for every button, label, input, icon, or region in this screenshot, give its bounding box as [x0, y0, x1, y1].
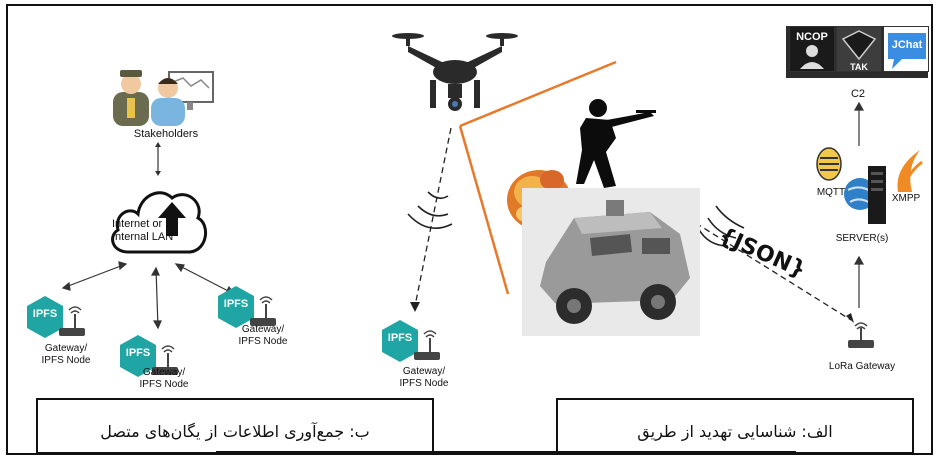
ipfs-icon [382, 320, 440, 362]
ipfs-icon [218, 286, 276, 328]
gateway-label-line2: IPFS Node [139, 379, 189, 390]
right-caption: الف: شناسایی تهدید از طریق [556, 398, 914, 453]
ncop-app-icon: NCOP [789, 26, 835, 72]
lora-gateway-label: LoRa Gateway [828, 361, 896, 372]
cloud-label-line2: Internal LAN [112, 231, 174, 243]
diagram-frame: Stakeholders Internet or Internal LAN [6, 4, 933, 455]
drone-gateway-node: IPFS [380, 318, 444, 368]
ipfs-icon [120, 335, 178, 377]
server-icon [844, 166, 886, 224]
gateway-label-line2: IPFS Node [41, 355, 91, 366]
server-label: SERVER(s) [835, 233, 889, 244]
soldier-icon [576, 99, 656, 188]
cloud-label-line1: Internet or [112, 218, 163, 230]
bottom-caption-box [216, 451, 796, 453]
gateway-label-line2: IPFS Node [399, 378, 449, 389]
drone-gateway-label: Gateway/ IPFS Node [384, 366, 464, 390]
cloud-icon [111, 191, 207, 254]
gateway-node-2: IPFS [118, 333, 182, 383]
stakeholders-label: Stakeholders [133, 128, 199, 140]
armored-vehicle-photo [522, 188, 700, 336]
mqtt-icon [816, 147, 842, 181]
lora-gateway-icon [848, 322, 874, 348]
stakeholders-link-arrow [155, 142, 161, 176]
ipfs-text: IPFS [387, 332, 413, 344]
xmpp-label: XMPP [891, 193, 921, 204]
tak-app-icon: TAK [836, 26, 882, 72]
tak-shield-icon [841, 30, 877, 61]
gateway-node-1: IPFS [25, 294, 89, 344]
ipfs-text: IPFS [125, 347, 151, 359]
gateway-node-1-label: Gateway/ IPFS Node [26, 343, 106, 367]
armored-vehicle-icon [540, 200, 690, 324]
jchat-label: JChat [891, 39, 923, 51]
gateway-label-line1: Gateway/ [241, 324, 285, 335]
drone-icon [392, 33, 518, 111]
right-links [853, 101, 865, 308]
xmpp-icon [897, 150, 923, 193]
ipfs-text: IPFS [32, 308, 58, 320]
mqtt-label: MQTT [816, 187, 846, 198]
tak-label: TAK [850, 62, 868, 72]
ipfs-text: IPFS [223, 298, 249, 310]
gateway-node-3-label: Gateway/ IPFS Node [223, 324, 303, 348]
cloud-label: Internet or Internal LAN [112, 218, 182, 244]
center-links [407, 60, 854, 323]
ipfs-icon [27, 296, 85, 338]
gateway-label-line2: IPFS Node [238, 336, 288, 347]
jchat-app-icon: JChat [883, 26, 929, 72]
gateway-node-2-label: Gateway/ IPFS Node [124, 367, 204, 391]
gateway-label-line1: Gateway/ [44, 343, 88, 354]
gateway-label-line1: Gateway/ [142, 367, 186, 378]
c2-label: C2 [850, 88, 866, 100]
left-caption: ب: جمع‌آوری اطلاعات از یگان‌های متصل [36, 398, 434, 453]
stakeholders-icon [113, 70, 214, 126]
c2-apps-strip: NCOP TAK JChat [786, 26, 929, 78]
chat-bubble-icon [888, 33, 926, 69]
ncop-label: NCOP [796, 31, 828, 43]
person-icon [800, 45, 824, 69]
gateway-node-3: IPFS [216, 284, 280, 334]
gateway-label-line1: Gateway/ [402, 366, 446, 377]
